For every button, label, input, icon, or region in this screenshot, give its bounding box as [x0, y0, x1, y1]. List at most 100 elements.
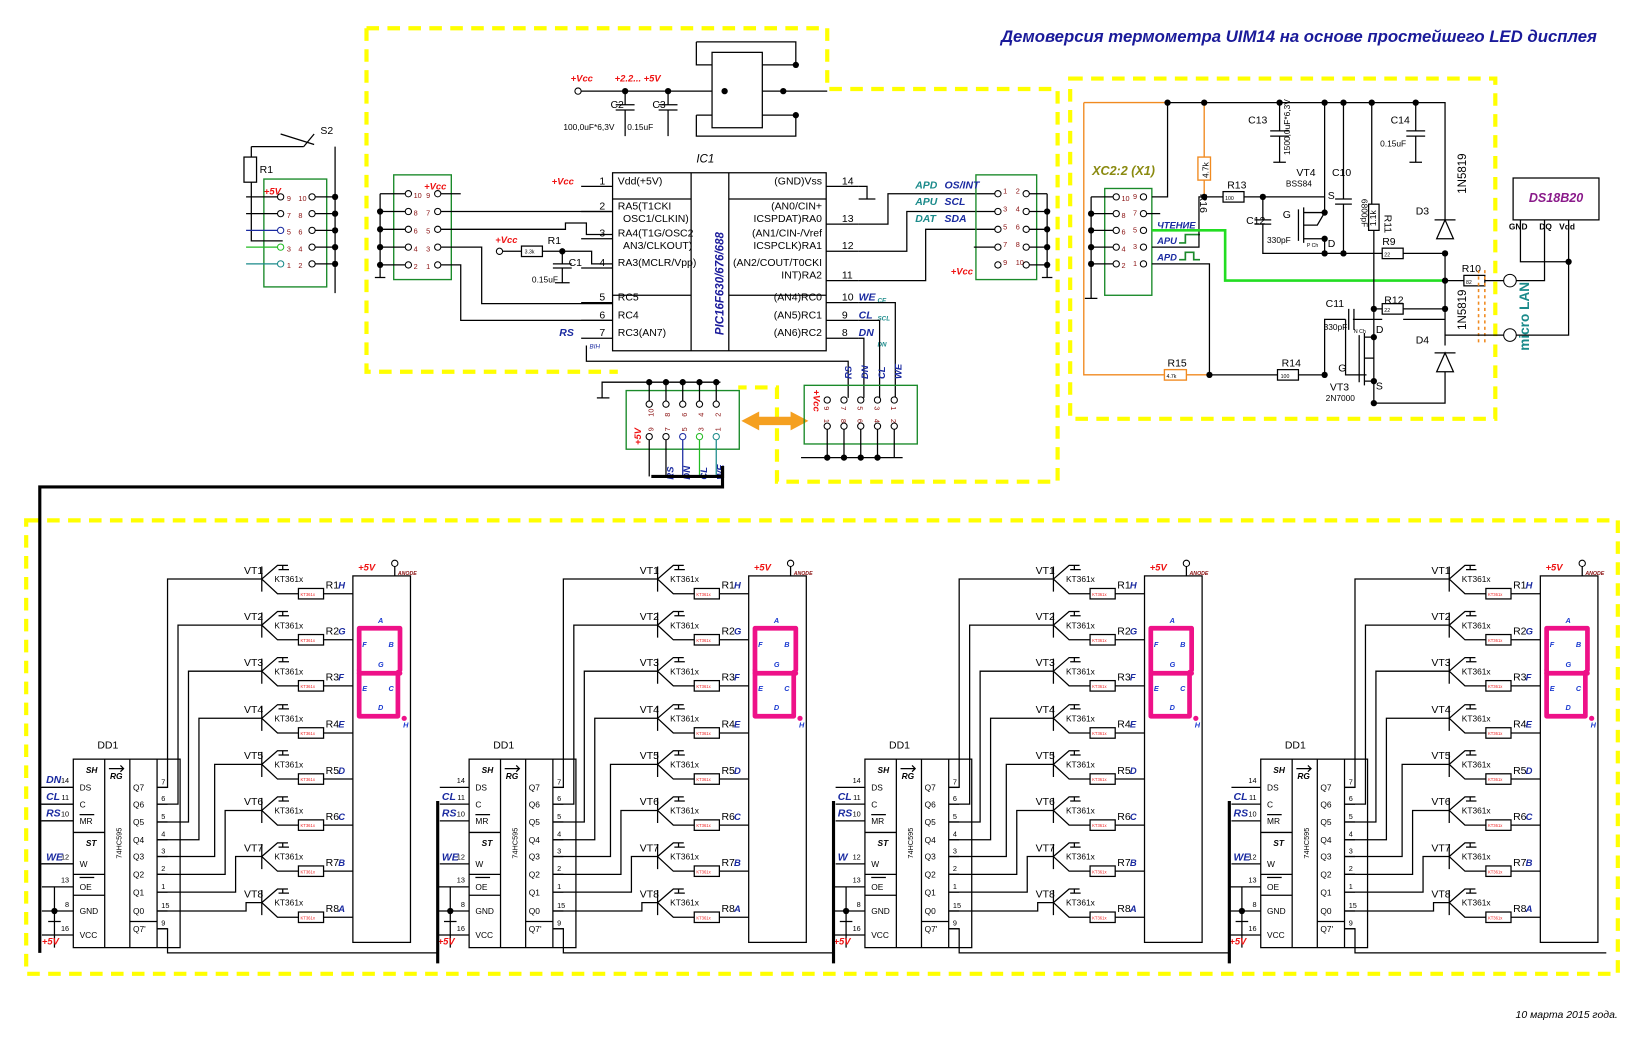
svg-text:H: H [734, 579, 741, 590]
r14-resistor[interactable] [1276, 368, 1300, 381]
svg-text:C: C [871, 799, 877, 809]
svg-text:4: 4 [697, 413, 706, 417]
mcu-pin-name: (AN6)RC2 [774, 328, 822, 339]
connector-pin [840, 422, 848, 430]
segment-letter: F [1550, 640, 1555, 649]
shift-register-74hc595[interactable] [72, 758, 181, 949]
svg-text:R5: R5 [326, 766, 340, 777]
connector-pin [1139, 226, 1148, 235]
connector-pin [1139, 193, 1148, 201]
svg-text:8: 8 [663, 413, 672, 417]
svg-text:4: 4 [414, 244, 418, 253]
svg-text:+5V: +5V [42, 935, 60, 946]
connector-pin [873, 422, 882, 430]
segment-letter: H [403, 721, 409, 730]
svg-text:5: 5 [1133, 225, 1137, 234]
svg-text:7: 7 [426, 209, 430, 218]
input-c-label: CL [838, 792, 852, 803]
segment-letter: F [758, 640, 763, 649]
connector-pin [308, 260, 316, 268]
svg-text:1: 1 [426, 262, 430, 271]
input-w-label: WE [1234, 853, 1252, 864]
svg-text:GND: GND [871, 906, 890, 916]
r13-resistor[interactable] [1222, 190, 1245, 203]
svg-text:Q7': Q7' [1320, 924, 1333, 934]
micro-lan-label: micro LAN [1517, 282, 1532, 351]
svg-text:VCC: VCC [871, 930, 889, 940]
shift-register-74hc595[interactable] [1260, 758, 1369, 949]
segment-letter: H [1195, 721, 1201, 730]
svg-text:GND: GND [80, 906, 99, 916]
svg-text:KT361x: KT361x [1066, 852, 1096, 862]
transistor-ref: VT1 [640, 566, 659, 577]
svg-text:3: 3 [953, 846, 957, 855]
svg-text:3: 3 [287, 244, 291, 253]
svg-text:S: S [1376, 382, 1383, 393]
svg-text:RG: RG [110, 771, 123, 781]
read-label: ЧТЕНИЕ [1157, 219, 1196, 230]
component-ref: R11 [1381, 215, 1392, 234]
connector-pin [1022, 207, 1030, 216]
svg-text:15: 15 [953, 901, 961, 910]
mcu-pin-name: RC5 [618, 293, 639, 304]
transistor-ref: VT2 [1036, 612, 1055, 623]
svg-text:Q6: Q6 [529, 799, 541, 809]
connector-pin [1112, 243, 1120, 251]
c3-value: 0.15uF [627, 122, 653, 132]
segment-letter: C [1576, 684, 1582, 693]
svg-text:W: W [80, 859, 88, 869]
shift-register-74hc595[interactable] [468, 758, 577, 949]
connector-pin [1112, 226, 1120, 235]
svg-text:10: 10 [414, 191, 422, 200]
decimal-point [1589, 715, 1595, 721]
input-w-label: WE [442, 853, 460, 864]
component-value: 1500,0uF*6,3V [1282, 99, 1292, 155]
ds18b20-sensor[interactable] [1512, 177, 1600, 221]
r15-resistor[interactable] [1163, 368, 1188, 381]
svg-text:7: 7 [287, 211, 291, 220]
r1-resistor[interactable] [243, 156, 258, 183]
segment-letter: D [774, 703, 780, 712]
mcu-pin-number: 8 [842, 328, 848, 339]
svg-text:10: 10 [646, 409, 655, 417]
svg-text:SH: SH [1273, 765, 1286, 775]
svg-text:RG: RG [1297, 771, 1310, 781]
svg-text:Q4: Q4 [925, 835, 937, 845]
svg-text:DN: DN [859, 365, 870, 379]
svg-text:7: 7 [1003, 240, 1007, 249]
r1-label: R1 [260, 165, 274, 176]
svg-text:16: 16 [61, 924, 69, 933]
svg-text:W: W [871, 859, 879, 869]
svg-text:6: 6 [680, 413, 689, 417]
svg-text:R7: R7 [326, 858, 340, 869]
mcu-pin-name: RC3(AN7) [618, 328, 666, 339]
segment-letter: A [1564, 616, 1570, 625]
svg-text:Q0: Q0 [529, 906, 541, 916]
svg-text:G: G [1283, 210, 1291, 221]
svg-text:11: 11 [1249, 793, 1257, 802]
svg-text:6: 6 [414, 227, 418, 236]
svg-text:9: 9 [1133, 192, 1137, 201]
svg-text:WE: WE [715, 464, 726, 480]
svg-text:3.3k: 3.3k [525, 249, 535, 255]
r10-resistor[interactable] [1463, 274, 1486, 287]
reset-resistor[interactable] [520, 245, 544, 258]
svg-text:RG: RG [506, 771, 519, 781]
shift-register-74hc595[interactable] [864, 758, 973, 949]
segment-letter: G [378, 660, 384, 669]
svg-text:6: 6 [1121, 228, 1125, 237]
svg-text:KT361x: KT361x [301, 731, 316, 736]
svg-text:Q1: Q1 [529, 887, 541, 897]
svg-text:AN3/CLKOUT): AN3/CLKOUT) [623, 241, 692, 252]
svg-text:KT361x: KT361x [670, 806, 700, 816]
r16-resistor[interactable] [1197, 156, 1212, 181]
segment-letter: E [758, 684, 764, 693]
component-value: 4.7k [1200, 161, 1210, 178]
svg-text:10: 10 [1121, 194, 1129, 203]
svg-text:Q4: Q4 [529, 835, 541, 845]
svg-text:+5V: +5V [1546, 562, 1564, 573]
svg-text:R6: R6 [326, 812, 340, 823]
component-ref: VT3 [1330, 383, 1349, 394]
component-ref: R15 [1168, 358, 1187, 369]
